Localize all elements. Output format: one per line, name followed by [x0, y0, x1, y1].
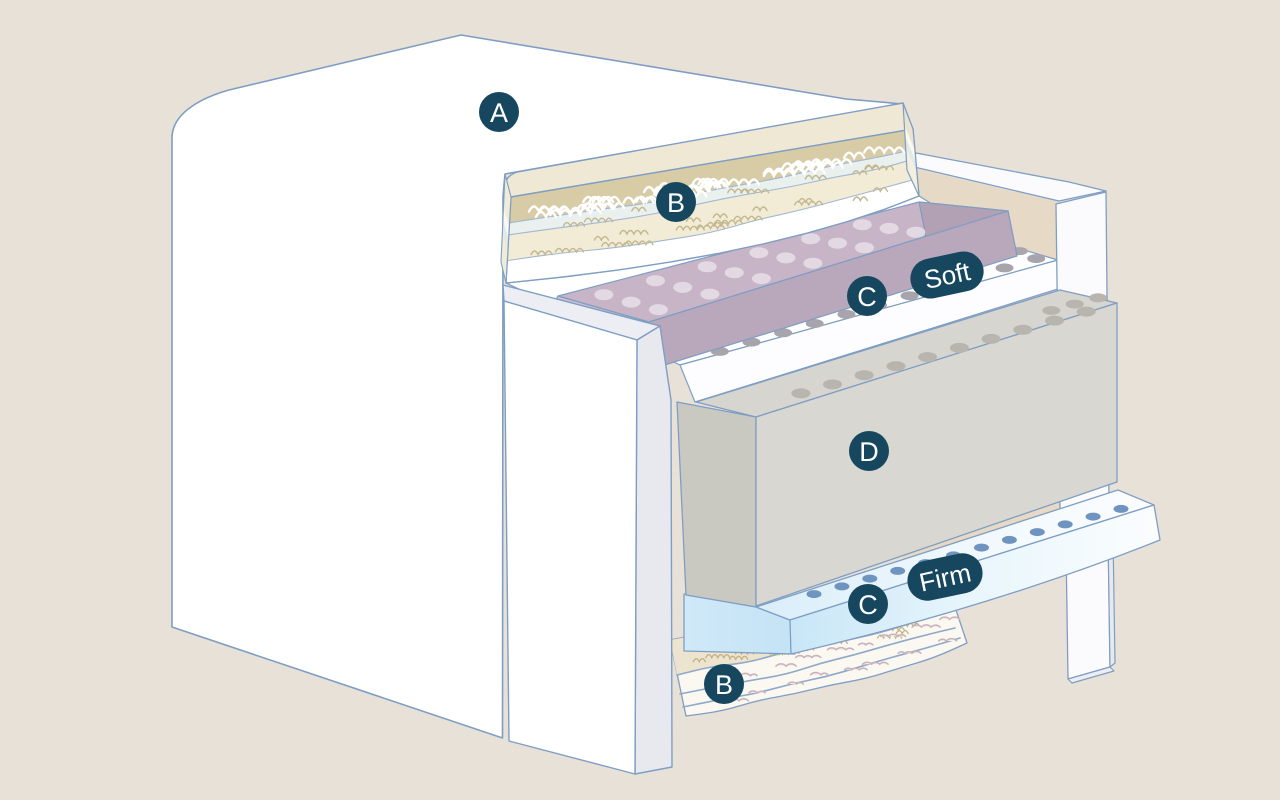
- svg-text:D: D: [859, 437, 879, 467]
- svg-text:C: C: [857, 282, 877, 312]
- svg-text:B: B: [667, 188, 685, 218]
- svg-text:B: B: [715, 670, 733, 700]
- svg-text:A: A: [490, 98, 508, 128]
- svg-text:C: C: [858, 590, 878, 620]
